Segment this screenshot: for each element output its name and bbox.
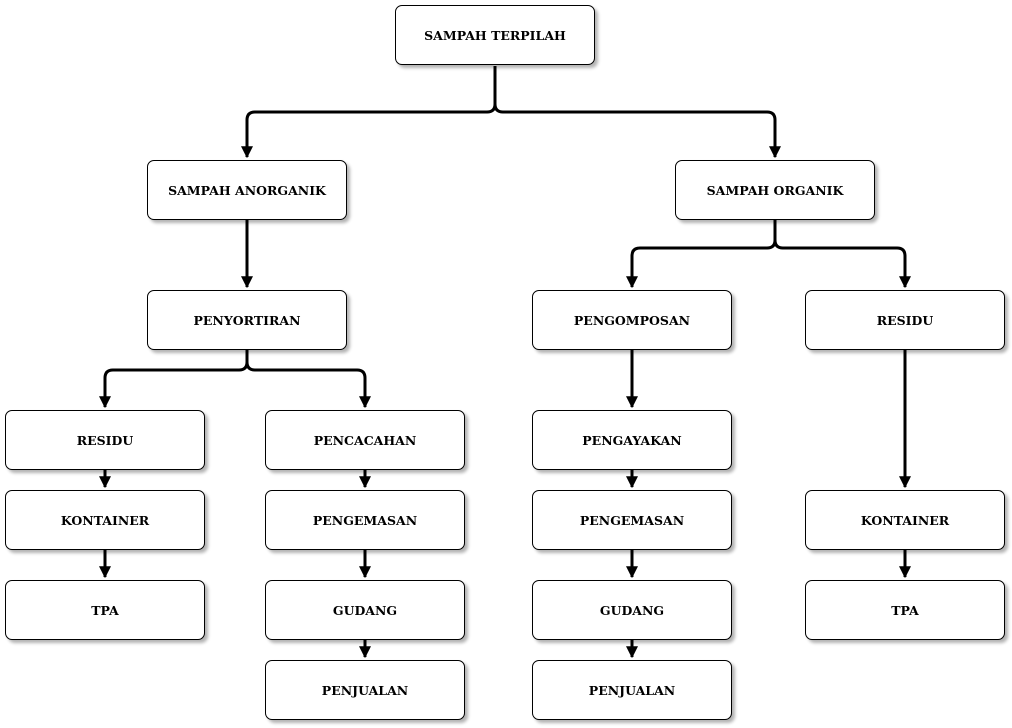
node-penyortiran: PENYORTIRAN — [147, 290, 347, 350]
node-pencacahan: PENCACAHAN — [265, 410, 465, 470]
edge-penyortiran-pencacahan — [245, 350, 371, 409]
node-sampah-organik: SAMPAH ORGANIK — [675, 160, 875, 220]
node-pengemasan-organik: PENGEMASAN — [532, 490, 732, 550]
node-pengemasan-anorganik: PENGEMASAN — [265, 490, 465, 550]
node-penjualan-anorganik: PENJUALAN — [265, 660, 465, 720]
node-gudang-organik: GUDANG — [532, 580, 732, 640]
node-penjualan-organik: PENJUALAN — [532, 660, 732, 720]
node-tpa-organik: TPA — [805, 580, 1005, 640]
node-residu-anorganik: RESIDU — [5, 410, 205, 470]
edge-penyortiran-residu — [99, 350, 249, 409]
node-sampah-anorganik: SAMPAH ANORGANIK — [147, 160, 347, 220]
edge-organik-pengomposan — [626, 220, 777, 289]
edge-root-anorganik — [241, 66, 497, 159]
edge-root-organik — [493, 66, 781, 159]
node-tpa-anorganik: TPA — [5, 580, 205, 640]
edge-organik-residu — [773, 220, 911, 289]
node-kontainer-anorganik: KONTAINER — [5, 490, 205, 550]
node-pengomposan: PENGOMPOSAN — [532, 290, 732, 350]
node-residu-organik: RESIDU — [805, 290, 1005, 350]
node-sampah-terpilah: SAMPAH TERPILAH — [395, 5, 595, 65]
node-gudang-anorganik: GUDANG — [265, 580, 465, 640]
node-kontainer-organik: KONTAINER — [805, 490, 1005, 550]
node-pengayakan: PENGAYAKAN — [532, 410, 732, 470]
